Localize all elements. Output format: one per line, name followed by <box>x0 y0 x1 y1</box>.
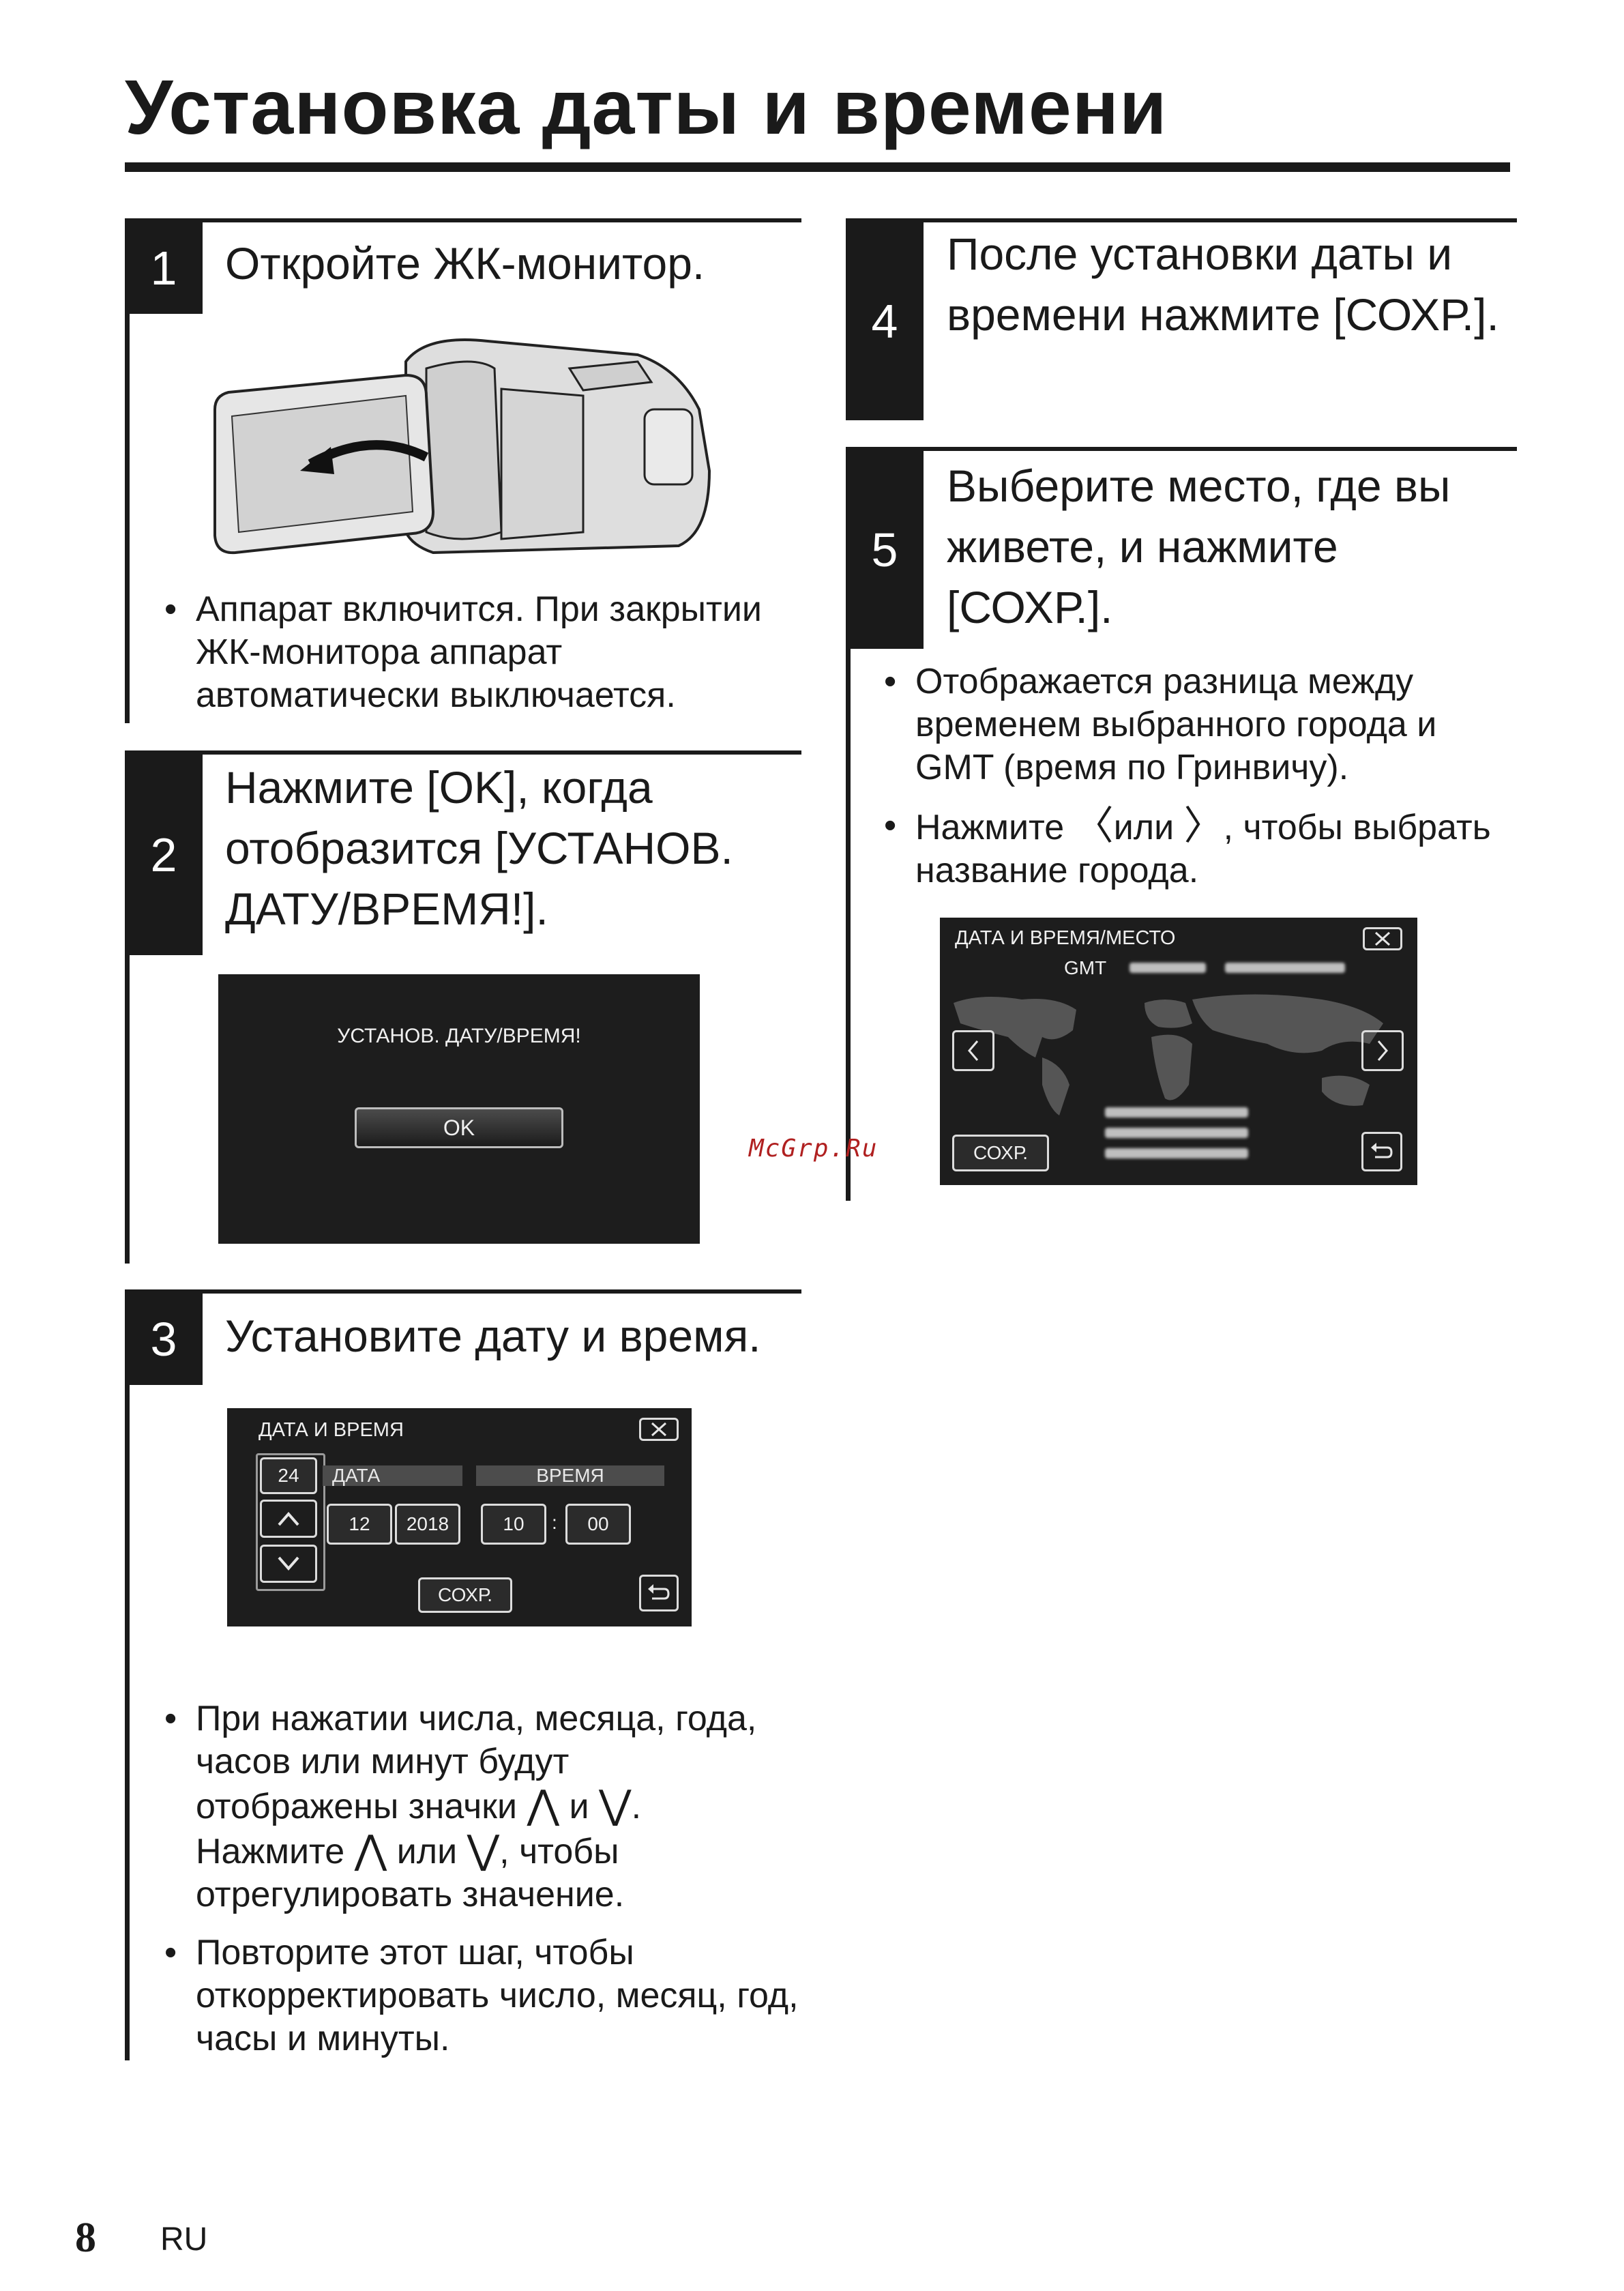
step1-number: 1 <box>125 222 203 314</box>
chevron-down-icon <box>278 1556 299 1571</box>
bullet1-line1: При нажатии числа, месяца, года, <box>196 1699 757 1738</box>
bullet1-line3b: и <box>569 1787 589 1826</box>
stepper-frame <box>256 1453 325 1591</box>
step4-number: 4 <box>846 222 924 420</box>
bullet1-line3a: отображены значки <box>196 1787 518 1826</box>
chevron-down-icon: ⋁ <box>467 1828 500 1872</box>
chevron-down-icon: ⋁ <box>599 1783 632 1827</box>
ok-button[interactable]: OK <box>355 1107 563 1148</box>
page-language: RU <box>160 2221 208 2258</box>
bullet2-a: Нажмите <box>915 808 1065 847</box>
step1-bullets: Аппарат включится. При закрытии ЖК-монит… <box>160 588 795 732</box>
step1-bullet-1: Аппарат включится. При закрытии ЖК-монит… <box>160 588 795 717</box>
save-button[interactable]: СОХР. <box>952 1135 1049 1171</box>
minute-field[interactable]: 00 <box>565 1504 631 1545</box>
chevron-right-icon: 〉 <box>1183 804 1224 848</box>
bullet1-line4c: , чтобы <box>499 1832 619 1871</box>
ok-prompt-screen: УСТАНОВ. ДАТУ/ВРЕМЯ! OK <box>218 974 700 1244</box>
camcorder-illustration <box>213 338 711 555</box>
chevron-left-icon <box>968 1040 979 1061</box>
return-arrow-icon <box>648 1584 670 1600</box>
bullet1-line5: отрегулировать значение. <box>196 1875 625 1914</box>
blurred-gmt-offset <box>1130 963 1206 973</box>
close-x-icon <box>1374 931 1391 946</box>
date-time-screen: ДАТА И ВРЕМЯ 24 ДАТА ВРЕМЯ 12 2018 10 : … <box>227 1408 692 1626</box>
watermark: McGrp.Ru <box>749 1135 879 1163</box>
bullet1-line4b: или <box>396 1832 458 1871</box>
step2-top-rule <box>125 750 801 755</box>
bullet1-line2: часов или минут будут <box>196 1742 570 1781</box>
bullet1-line4a: Нажмите <box>196 1832 345 1871</box>
page-title: Установка даты и времени <box>125 64 1168 150</box>
step1-side-rule <box>125 218 130 723</box>
step3-number: 3 <box>125 1294 203 1385</box>
blurred-city-line-3 <box>1105 1148 1248 1158</box>
month-field[interactable]: 12 <box>327 1504 392 1545</box>
date-time-place-screen: ДАТА И ВРЕМЯ/МЕСТО GMT СОХР. <box>940 918 1417 1185</box>
blurred-city-line-1 <box>1105 1107 1248 1118</box>
chevron-left-icon: 〈 <box>1074 804 1114 848</box>
screen-title: ДАТА И ВРЕМЯ <box>259 1419 404 1441</box>
step5-bullet-2: Нажмите 〈или 〉, чтобы выбрать название г… <box>880 804 1514 892</box>
title-rule <box>125 162 1510 172</box>
chevron-up-icon: ⋀ <box>354 1828 387 1872</box>
step5-number: 5 <box>846 451 924 649</box>
next-city-button[interactable] <box>1361 1030 1404 1071</box>
date-header: ДАТА <box>323 1465 462 1486</box>
chevron-up-icon: ⋀ <box>527 1783 560 1827</box>
step3-side-rule <box>125 1289 130 2060</box>
bullet2-b: или <box>1113 808 1175 847</box>
gmt-label: GMT <box>1064 957 1107 978</box>
step4-top-rule <box>846 218 1517 222</box>
step2-side-rule <box>125 750 130 1264</box>
down-button[interactable] <box>260 1545 317 1583</box>
time-header: ВРЕМЯ <box>476 1465 664 1486</box>
chevron-up-icon <box>278 1511 299 1526</box>
step5-side-rule <box>846 447 851 1201</box>
chevron-right-icon <box>1377 1040 1388 1061</box>
close-x-icon <box>651 1422 667 1437</box>
page-number: 8 <box>75 2215 96 2261</box>
blurred-gmt-time <box>1225 963 1345 973</box>
step5-title: Выберите место, где вы живете, и нажмите… <box>947 461 1451 632</box>
step4-title: После установки даты и времени нажмите [… <box>947 229 1499 340</box>
close-button[interactable] <box>639 1418 679 1441</box>
step3-title: Установите дату и время. <box>225 1311 761 1361</box>
bullet1-line3c: . <box>631 1787 642 1826</box>
bullet2-c: , чтобы выбрать название города. <box>915 808 1491 890</box>
save-button[interactable]: СОХР. <box>418 1577 512 1613</box>
year-field[interactable]: 2018 <box>395 1504 460 1545</box>
screen-message: УСТАНОВ. ДАТУ/ВРЕМЯ! <box>337 1025 581 1047</box>
step5-bullets: Отображается разница между временем выбр… <box>880 660 1514 907</box>
step3-bullet-1: При нажатии числа, месяца, года, часов и… <box>160 1697 801 1916</box>
day-field[interactable]: 24 <box>260 1457 317 1494</box>
blurred-city-line-2 <box>1105 1128 1248 1138</box>
step5-bullet-1: Отображается разница между временем выбр… <box>880 660 1514 789</box>
close-button[interactable] <box>1363 927 1402 950</box>
world-map <box>954 994 1383 1115</box>
step3-bullet-2: Повторите этот шаг, чтобы откорректирова… <box>160 1931 801 2060</box>
step3-bullets: При нажатии числа, месяца, года, часов и… <box>160 1697 801 2075</box>
time-colon: : <box>552 1512 557 1533</box>
return-arrow-icon <box>1371 1143 1393 1158</box>
step2-title: Нажмите [OK], когда отобразится [УСТАНОВ… <box>225 762 733 934</box>
up-button[interactable] <box>260 1500 317 1538</box>
step5-top-rule <box>846 447 1517 451</box>
screen-title: ДАТА И ВРЕМЯ/МЕСТО <box>955 927 1176 949</box>
step3-top-rule <box>125 1289 801 1294</box>
prev-city-button[interactable] <box>952 1030 994 1071</box>
step1-top-rule <box>125 218 801 222</box>
step2-number: 2 <box>125 755 203 955</box>
back-button[interactable] <box>639 1575 679 1611</box>
step1-title: Откройте ЖК-монитор. <box>225 238 705 289</box>
hour-field[interactable]: 10 <box>481 1504 546 1545</box>
back-button[interactable] <box>1361 1132 1402 1171</box>
